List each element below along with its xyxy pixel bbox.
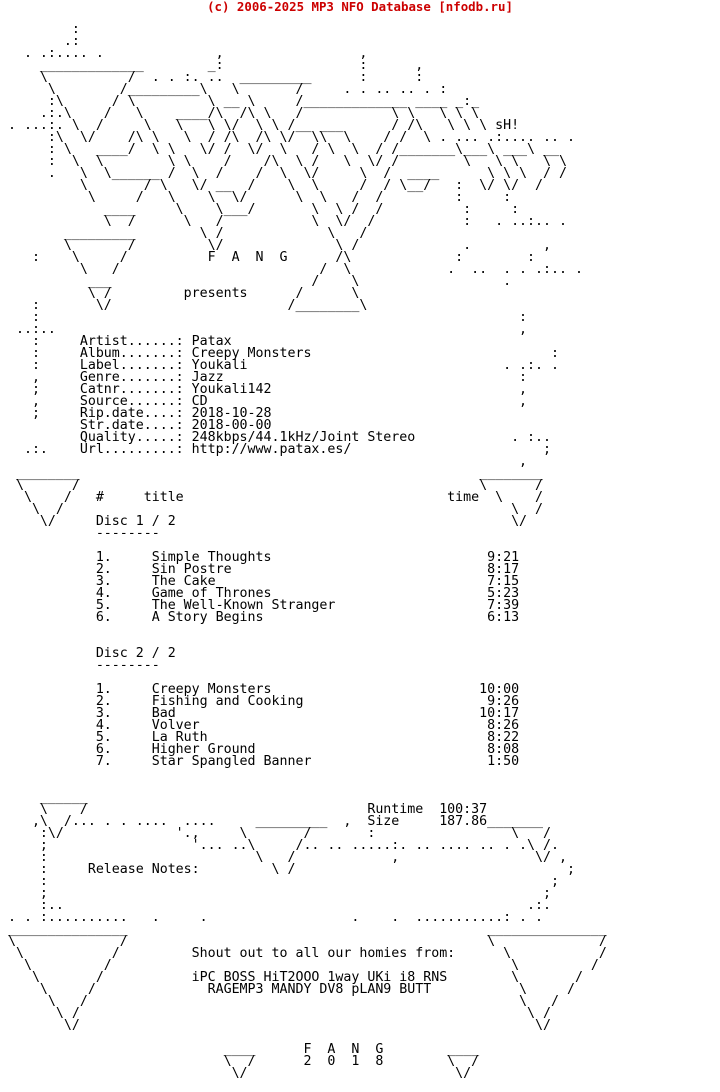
nfo-text-art: : .: . .:.... . , , _________ [0,12,623,1080]
nfo-line: : Artist......: Patax [0,334,559,349]
nfo-line: _____________ _: : , [0,58,512,73]
nfo-line: ___ / \ . [0,274,575,289]
nfo-line: \ / \ / [0,994,607,1009]
nfo-line: ; '... ..\ /.. .. .....:. .. .... .. . .… [0,838,575,853]
nfo-line: \ /_________\ \ / . . .. .. . : [0,82,520,97]
nfo-line: ; Rip.date....: 2018-10-28 [0,406,551,421]
nfo-line: 3. The Cake 7:15 [0,574,567,589]
nfo-line: : [0,22,512,37]
nfo-line: 4. Volver 8:26 [0,718,567,733]
nfo-line: Quality.....: 248kbps/44.1kHz/Joint Ster… [0,430,567,445]
nfo-line: _______________ _______________ [0,922,607,937]
nfo-line: \ / \ \ \/ \ \ / / : : [0,190,544,205]
nfo-line: ,\ /... . . .... .... _________ , Size 1… [0,814,559,829]
nfo-line: \ / presents / \ [0,286,567,301]
nfo-line: ; ; [0,886,575,901]
nfo-line: \/ \/ [0,1018,615,1033]
nfo-line: : Release Notes: \ / ; [0,862,591,877]
nfo-line: \ / RAGEMP3 MANDY DV8 pLAN9 BUTT \ / [0,982,615,997]
nfo-line: 5. La Ruth 8:22 [0,730,567,745]
nfo-line: :\ / \ \ __ \ /_____________ ____ _:_ [0,94,544,109]
nfo-line: , Genre.......: Jazz : [0,370,551,385]
nfo-line: : \ ____/ \ \ \/ / \/ \ / \ \ / /_______… [0,142,559,157]
nfo-line: 6. Higher Ground 8:08 [0,742,567,757]
nfo-line: . .:.... . , , [0,46,512,61]
nfo-line: :\ \/ /\ \ \ / /\ /\ \/ \\ \ / / \ . ...… [0,130,583,145]
nfo-line: \/ Disc 1 / 2 \/ [0,514,559,529]
nfo-line: :.. .:. [0,898,575,913]
nfo-line: -------- [0,658,559,673]
nfo-line: \ / / \ . .. . . .:.. . [0,262,583,277]
nfo-line: _________ \ / \ / [0,226,559,241]
nfo-line: ____ F A N G ____ [0,1042,575,1057]
nfo-line: \ / \ / [0,478,551,493]
nfo-line: \/ \/ [0,1066,575,1081]
nfo-line: : Album.......: Creepy Monsters : [0,346,583,361]
nfo-line: . ...:. \ / \ \ \ \/ \ \ /__ ___ / /\ \ … [0,118,536,133]
nfo-line: \ / \ / [0,934,615,949]
nfo-line: : \ \ \ \ / /\ \ / \ \/ / \ \ \ \ \ [0,154,575,169]
nfo-line: \ / Runtime 100:37 [0,802,567,817]
nfo-line: \ / # title time \ / [0,490,559,505]
site-header: (c) 2006-2025 MP3 NFO Database [nfodb.ru… [207,0,513,14]
nfo-line: \ / \ / [0,1006,607,1021]
nfo-line: Disc 2 / 2 [0,646,559,661]
nfo-line: 2. Fishing and Cooking 9:26 [0,694,567,709]
nfo-line: ; Catnr.......: Youkali142 , [0,382,551,397]
nfo-line: : \ / , \/ , [0,850,583,865]
nfo-line: 7. Star Spangled Banner 1:50 [0,754,567,769]
nfo-line: ________ ________ [0,466,551,481]
nfo-line: 1. Simple Thoughts 9:21 [0,550,567,565]
nfo-line: . \ \______ / \ / / \ \/ \ / ____ \ \ \ … [0,166,567,181]
nfo-line: : ; [0,874,575,889]
nfo-line: \ / 2 0 1 8 \ / [0,1054,575,1069]
nfo-line: .: [0,34,512,49]
nfo-line: \ / \ / \ \/ / : . ..:.. . [0,214,583,229]
nfo-line: : Label.......: Youkali . .:. . [0,358,575,373]
nfo-line: \ / Shout out to all our homies from: \ … [0,946,623,961]
nfo-line: ______ [0,790,551,805]
nfo-line: : \/ /________\ [0,298,567,313]
nfo-line: .:.\ / \ ____/\ /\ \ / \ \ \ \ \ [0,106,536,121]
nfo-line: ____ \ \___/ \ \ / / : : [0,202,551,217]
nfo-line: .:. Url.........: http://www.patax.es/ ; [0,442,575,457]
nfo-line: : \ / F A N G /\ : : [0,250,559,265]
nfo-line: \ / \ / [0,958,623,973]
nfo-line: \ / \ / [0,502,567,517]
nfo-line: 3. Bad 10:17 [0,706,567,721]
nfo-line: \ / iPC BOSS HiT2OOO 1way UKi i8 RNS \ / [0,970,615,985]
nfo-line: 5. The Well-Known Stranger 7:39 [0,598,567,613]
nfo-line: -------- [0,526,559,541]
nfo-line: 4. Game of Thrones 5:23 [0,586,567,601]
nfo-line: . . :.......... . . . . ...........: . . [0,910,559,925]
nfo-line: ..:.. , [0,322,551,337]
nfo-line: \ / \/ \ / . , [0,238,567,253]
nfo-line: , [0,454,551,469]
nfo-line: : : [0,310,551,325]
nfo-line: , Source......: CD , [0,394,551,409]
nfo-line: Str.date....: 2018-00-00 [0,418,551,433]
nfo-line: :\/ '., \ / : \ / [0,826,567,841]
nfo-line: 2. Sin Postre 8:17 [0,562,567,577]
nfo-line: 6. A Story Begins 6:13 [0,610,567,625]
nfo-line: 1. Creepy Monsters 10:00 [0,682,567,697]
nfo-line: \ / \ \/ __ / \ \ / / \__/ : \/ \/ / [0,178,551,193]
nfo-line: \ / . . :. .. _________ : : [0,70,512,85]
